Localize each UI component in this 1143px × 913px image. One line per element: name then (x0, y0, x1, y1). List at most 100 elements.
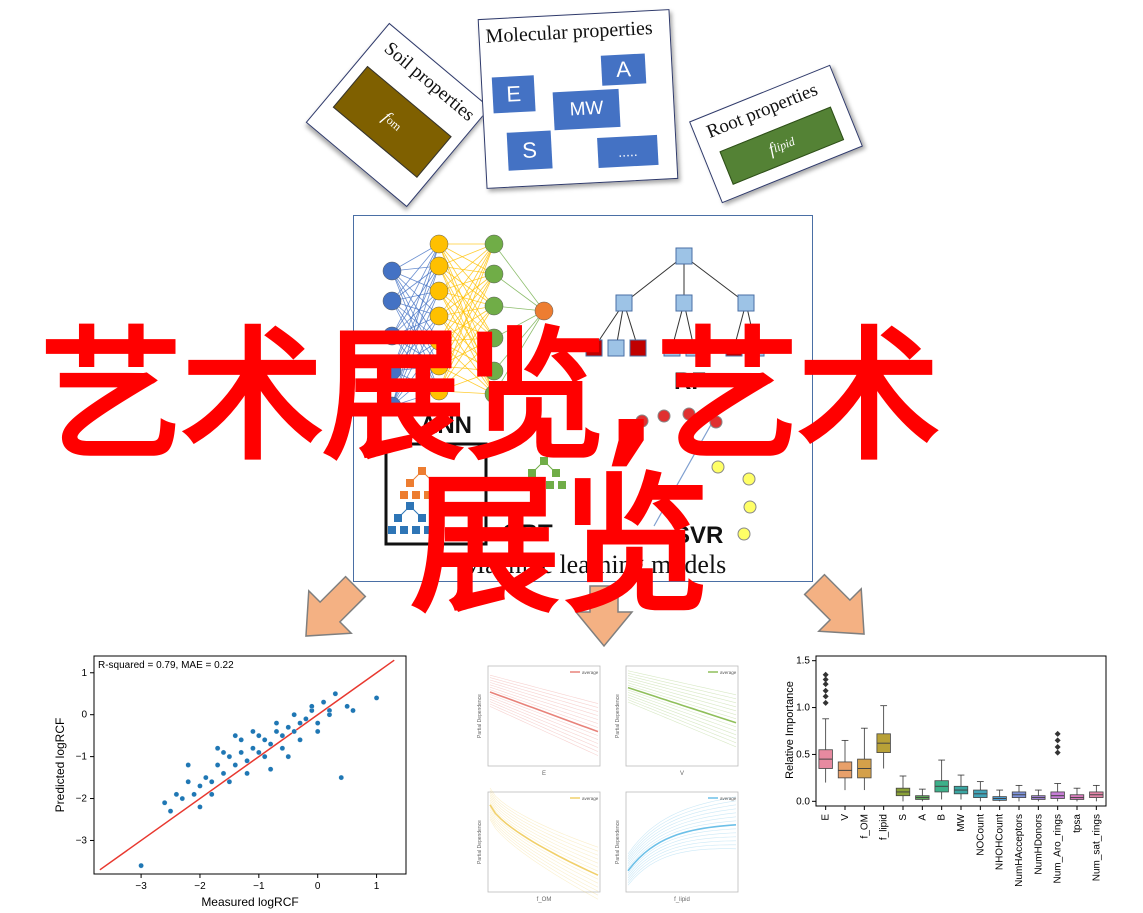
ann-edge (391, 300, 440, 367)
scatter-point (297, 720, 303, 726)
pdp-ice-line (489, 807, 599, 880)
pdp-ice-line (489, 792, 599, 856)
pdp-ice-line (489, 701, 599, 748)
rf-edge (683, 255, 747, 304)
ann-node (382, 261, 402, 281)
pdp-legend-label: average (720, 670, 737, 675)
box-x-label: NumHDonors (1033, 814, 1044, 875)
pdp-average-line (627, 824, 737, 872)
gbt-node (424, 491, 432, 499)
ann-edge (391, 300, 440, 392)
box-x-label: E (821, 814, 832, 821)
scatter-point (226, 778, 233, 785)
scatter-point (344, 703, 350, 710)
scatter-point (314, 728, 321, 735)
box-x-label: Num_Aro_rings (1053, 814, 1064, 883)
scatter-point (208, 778, 215, 785)
ann-edge (391, 315, 440, 372)
ann-edge (438, 370, 495, 392)
ann-edge (438, 315, 495, 339)
scatter-point (285, 753, 292, 760)
scatter-ylabel: Predicted logRCF (53, 718, 67, 813)
pdp-ice-line (489, 802, 599, 872)
pdp-ice-line (489, 686, 599, 724)
pdp-ice-line (489, 797, 599, 864)
model-label-ann: ANN (420, 412, 472, 439)
scatter-point (214, 745, 221, 752)
box-x-label: MW (956, 813, 967, 831)
ann-edge (438, 305, 495, 342)
pdp-average-line (627, 686, 737, 724)
scatter-point (226, 753, 233, 760)
gbt-node (412, 526, 420, 534)
scatter-annotation: R-squared = 0.79, MAE = 0.22 (98, 660, 234, 671)
ann-edge (391, 270, 440, 317)
svr-point-red (682, 407, 696, 421)
scatter-y-tick-label: −2 (76, 794, 88, 805)
ann-edge (391, 335, 440, 367)
molecular-properties-title: Molecular properties (485, 17, 654, 48)
box-outlier (822, 699, 829, 706)
ann-edge (391, 243, 440, 302)
box-y-tick-label: 1.5 (796, 656, 810, 667)
ann-node (429, 331, 449, 351)
ann-edge (438, 273, 495, 292)
ann-node (429, 281, 449, 301)
pdp-ice-line (489, 689, 599, 728)
pdp-ice-line (627, 804, 737, 859)
ann-edge (391, 335, 440, 392)
box-outlier (1054, 743, 1061, 750)
scatter-point (203, 774, 209, 781)
pdp-ylabel: Partial Dependence (615, 820, 621, 864)
pdp-frame (487, 665, 601, 767)
pdp-ice-line (489, 811, 599, 888)
gbt-node (424, 526, 432, 534)
box-outlier (1054, 749, 1061, 756)
gbt-node (430, 479, 438, 487)
rf-node (585, 339, 603, 357)
svr-point-red (709, 415, 723, 429)
ann-edge (438, 315, 495, 395)
gbt-node (394, 514, 402, 522)
pdp-ice-line (627, 800, 737, 857)
scatter-y-tick-label: 0 (81, 710, 87, 721)
ann-edge (438, 243, 495, 342)
gbt-box (384, 442, 488, 546)
scatter-point (238, 737, 244, 743)
ann-edge (391, 300, 440, 342)
mol-box-e: E (491, 75, 536, 114)
ann-edge (391, 315, 440, 407)
scatter-y-tick-label: 1 (81, 668, 87, 679)
box-x-label: f_OM (859, 814, 870, 838)
scatter-point (197, 804, 203, 810)
pdp-ice-line (627, 694, 737, 736)
box-y-ticks: 1.51.00.50.0 (796, 656, 816, 807)
ann-edge (391, 243, 440, 407)
pdp-ice-line (489, 684, 599, 720)
box-outlier (822, 676, 829, 683)
ann-node (429, 306, 449, 326)
scatter-point (303, 716, 309, 722)
pdp-ice-line (627, 692, 737, 732)
rf-node (607, 339, 625, 357)
pdp-ice-line (627, 672, 737, 700)
scatter-point (332, 690, 339, 697)
rf-edge (623, 255, 685, 304)
pdp-ice-line (627, 808, 737, 862)
ann-edge (438, 243, 495, 339)
gbt-node (546, 481, 554, 489)
rf-node (675, 294, 693, 312)
ann-node (382, 396, 402, 416)
ann-edge (438, 243, 495, 367)
ann-edge (438, 243, 495, 307)
gbt-node (418, 467, 426, 475)
box-x-label: NOCount (975, 814, 986, 856)
rf-node (685, 339, 703, 357)
molecular-properties-card: Molecular properties E A MW S ..... (477, 9, 679, 189)
scatter-point (267, 741, 274, 747)
box-x-label: B (937, 814, 948, 821)
